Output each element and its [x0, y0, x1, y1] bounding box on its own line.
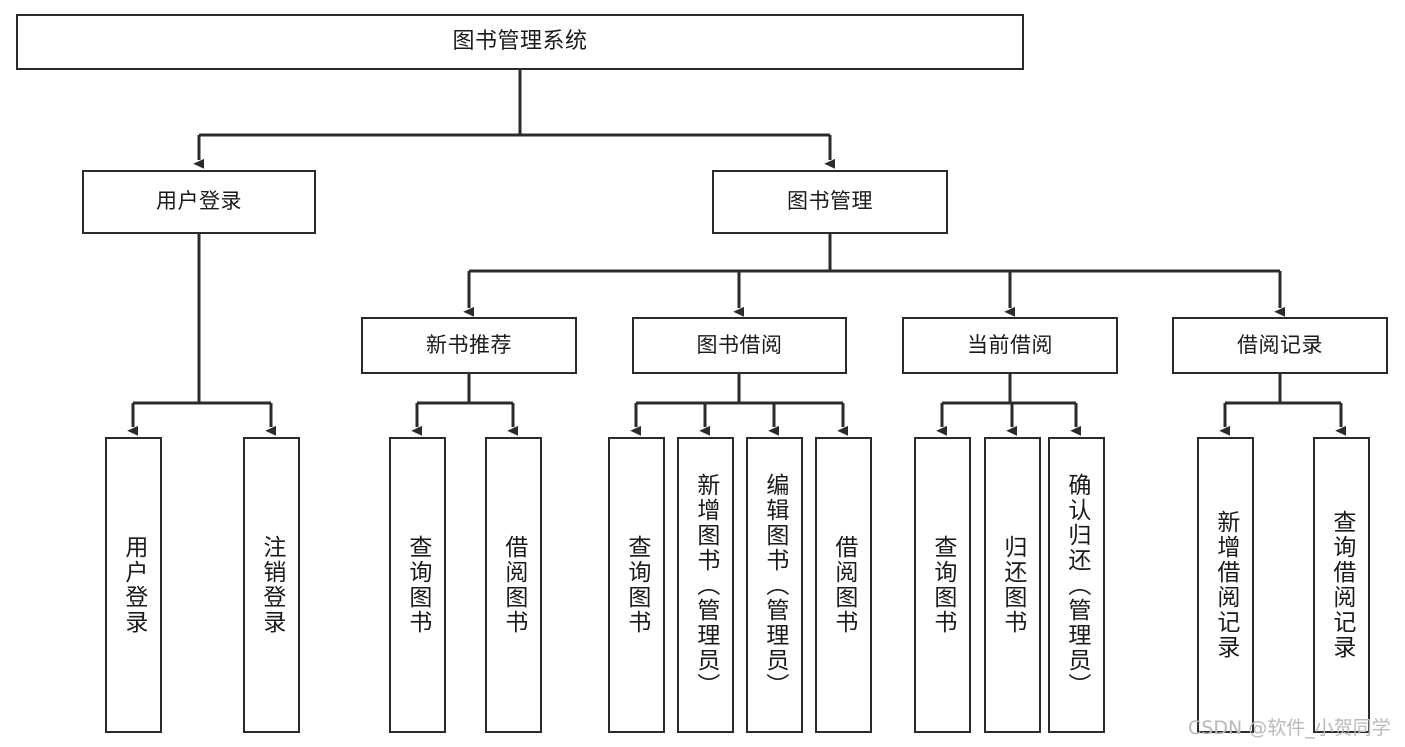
node-label: 注销登录 — [258, 535, 285, 635]
leaf-borrow-edit-book[interactable]: 编辑图书（管理员） — [746, 437, 803, 733]
node-new-book-recommend[interactable]: 新书推荐 — [361, 317, 577, 374]
node-label: 当前借阅 — [967, 332, 1053, 357]
node-label: 图书管理系统 — [452, 28, 588, 54]
node-label: 图书管理 — [787, 189, 873, 214]
node-label: 新增图书（管理员） — [692, 472, 719, 698]
node-label: 图书借阅 — [696, 332, 783, 357]
node-book-management[interactable]: 图书管理 — [712, 170, 948, 234]
node-label: 确认归还（管理员） — [1063, 472, 1090, 698]
leaf-borrow-query-book[interactable]: 查询图书 — [608, 437, 665, 733]
node-user-login[interactable]: 用户登录 — [82, 170, 316, 234]
node-book-borrow[interactable]: 图书借阅 — [632, 317, 847, 374]
node-root-system[interactable]: 图书管理系统 — [16, 14, 1024, 70]
leaf-newbook-query-book[interactable]: 查询图书 — [389, 437, 446, 733]
leaf-borrow-borrow-book[interactable]: 借阅图书 — [815, 437, 872, 733]
csdn-watermark: CSDN @软件_小贺同学 — [1188, 717, 1391, 739]
node-label: 用户登录 — [120, 535, 147, 635]
node-label: 查询图书 — [404, 535, 431, 635]
node-label: 用户登录 — [156, 189, 242, 214]
leaf-current-return-book[interactable]: 归还图书 — [984, 437, 1041, 733]
leaf-current-confirm-return[interactable]: 确认归还（管理员） — [1048, 437, 1105, 733]
leaf-user-login[interactable]: 用户登录 — [105, 437, 162, 733]
node-label: 新增借阅记录 — [1212, 510, 1239, 660]
node-label: 借阅记录 — [1237, 332, 1323, 357]
leaf-logout[interactable]: 注销登录 — [243, 437, 300, 733]
node-label: 借阅图书 — [830, 535, 857, 635]
node-label: 查询图书 — [929, 535, 956, 635]
node-current-borrow[interactable]: 当前借阅 — [902, 317, 1118, 374]
node-label: 查询借阅记录 — [1328, 510, 1355, 660]
node-borrow-records[interactable]: 借阅记录 — [1172, 317, 1388, 374]
leaf-records-add-record[interactable]: 新增借阅记录 — [1197, 437, 1254, 733]
node-label: 新书推荐 — [426, 332, 512, 357]
leaf-records-query-record[interactable]: 查询借阅记录 — [1313, 437, 1370, 733]
node-label: 编辑图书（管理员） — [761, 472, 788, 698]
node-label: 查询图书 — [623, 535, 650, 635]
leaf-borrow-add-book[interactable]: 新增图书（管理员） — [677, 437, 734, 733]
node-label: 归还图书 — [999, 535, 1026, 635]
leaf-newbook-borrow-book[interactable]: 借阅图书 — [485, 437, 542, 733]
node-label: 借阅图书 — [500, 535, 527, 635]
leaf-current-query-book[interactable]: 查询图书 — [914, 437, 971, 733]
